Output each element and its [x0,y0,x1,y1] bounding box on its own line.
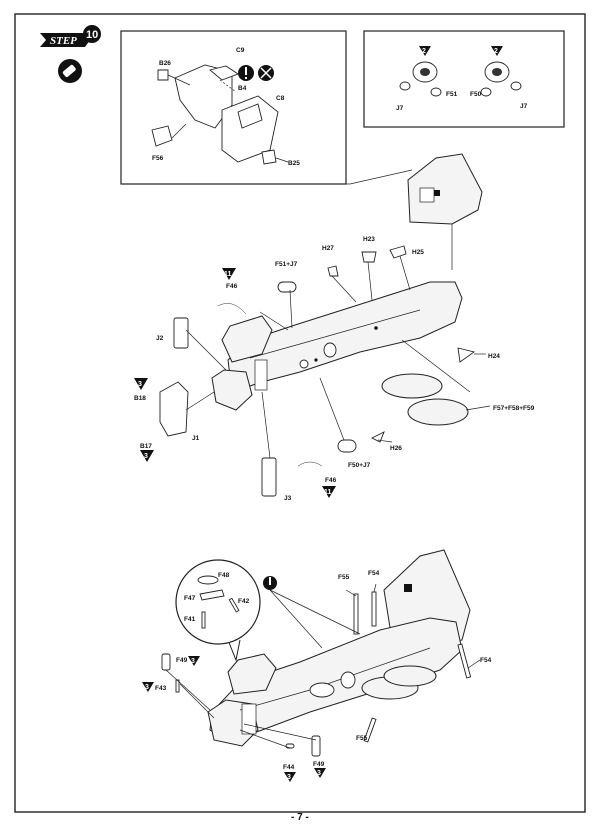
inset-cockpit-detail: B26 C9 B4 C8 F56 B25 [120,30,347,185]
page-frame [14,13,586,813]
part-label-f42: F42 [238,598,250,605]
part-label-b26: B26 [159,60,171,67]
page-number: - 7 - [291,812,309,823]
part-label-f49-lower: F49 [313,761,325,768]
part-label-f55-bottom: F55 [356,735,368,742]
badge-f46: 11 [224,271,232,278]
badge-f49-upper: 3 [191,658,195,665]
part-label-f50j7: F50+J7 [348,462,371,469]
part-label-h27: H27 [322,245,334,252]
step-badge: STEP 10 [40,25,101,47]
lower-fuselage-assembly: 3 3 3 3 F48 F47 F42 F41 F55 F54 F54 F49 … [142,549,492,782]
part-label-f49: F49 [176,657,188,664]
badge-b17: 3 [144,453,148,460]
badge-f44: 3 [287,774,291,781]
part-label-f55-top: F55 [338,574,350,581]
part-label-f54-right: F54 [480,657,492,664]
part-label-h25: H25 [412,249,424,256]
part-label-b17: B17 [140,443,152,450]
part-label-f54-top: F54 [368,570,380,577]
upper-fuselage-assembly: 11 3 3 11 F51+J7 H27 H23 H25 F46 J2 B18 … [134,153,535,502]
part-label-b18: B18 [134,395,146,402]
part-label-c8: C8 [276,95,285,102]
part-label-f57f58f59: F57+F58+F59 [493,405,535,412]
part-label-j3: J3 [284,495,292,502]
badge-f43: 3 [145,684,149,691]
part-label-h23: H23 [363,236,375,243]
badge-b18: 3 [138,381,142,388]
part-label-f47: F47 [184,595,196,602]
part-label-f51: F51 [446,91,458,98]
part-label-j7-right: J7 [520,103,528,110]
part-label-j7-left: J7 [396,105,404,112]
glue-icon [58,59,82,83]
part-label-f41: F41 [184,616,196,623]
part-label-f44: F44 [283,764,295,771]
part-label-f48: F48 [218,572,230,579]
part-label-f43: F43 [155,685,167,692]
part-label-f46-lower: F46 [325,477,337,484]
part-label-f56: F56 [152,155,164,162]
part-label-b25: B25 [288,160,300,167]
part-label-c9: C9 [236,47,245,54]
step-label: STEP [50,35,77,47]
part-label-j1: J1 [192,435,200,442]
part-label-f46: F46 [226,283,238,290]
part-label-h24: H24 [488,353,500,360]
badge-right: 2 [494,48,498,55]
part-label-h26: H26 [390,445,402,452]
part-label-b4: B4 [238,85,247,92]
badge-f46-lower: 11 [324,489,332,496]
part-label-f50: F50 [470,91,482,98]
badge-f49-lower: 3 [317,770,321,777]
inset-window-detail: 2 2 F51 J7 F50 J7 [363,30,565,128]
part-label-j2: J2 [156,335,164,342]
step-number: 10 [86,29,98,41]
badge-left: 2 [422,48,426,55]
part-label-f51j7: F51+J7 [275,261,298,268]
